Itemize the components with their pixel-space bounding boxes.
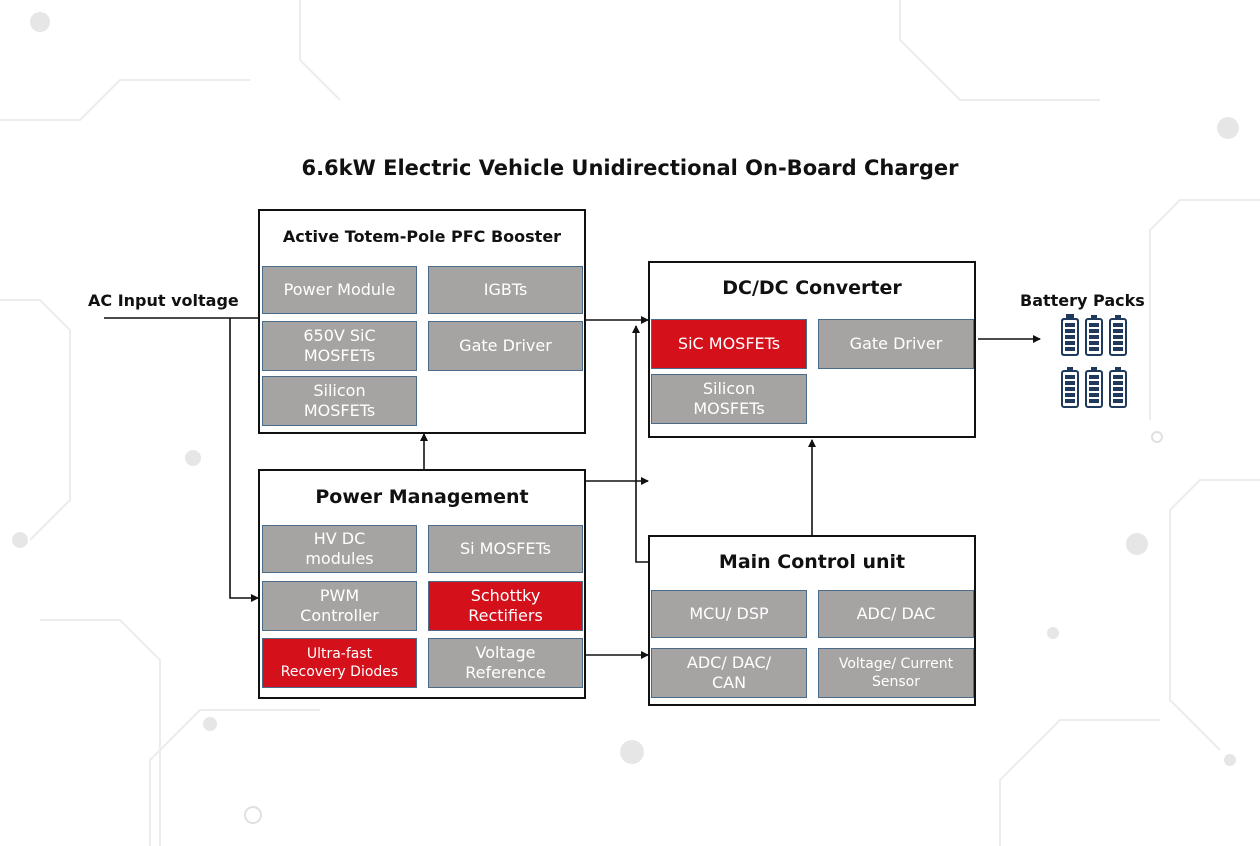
ac-input-label: AC Input voltage: [88, 291, 239, 310]
dcdc-gate-driver: Gate Driver: [818, 319, 974, 369]
pfc-power-module: Power Module: [262, 266, 417, 314]
pm-ultra-fast-recovery-diodes: Ultra-fast Recovery Diodes: [262, 638, 417, 688]
pfc-booster-block: Active Totem-Pole PFC Booster Power Modu…: [258, 209, 586, 434]
mcu-voltage-current-sensor: Voltage/ Current Sensor: [818, 648, 974, 698]
pfc-igbts: IGBTs: [428, 266, 583, 314]
power-management-title: Power Management: [315, 486, 529, 508]
mcu-dsp: MCU/ DSP: [651, 590, 807, 638]
mcu-adc-dac-can: ADC/ DAC/ CAN: [651, 648, 807, 698]
main-control-unit-title: Main Control unit: [718, 551, 906, 573]
dcdc-converter-title: DC/DC Converter: [722, 277, 902, 299]
pfc-silicon-mosfets: Silicon MOSFETs: [262, 376, 417, 426]
pm-voltage-reference: Voltage Reference: [428, 638, 583, 688]
pm-pwm-controller: PWM Controller: [262, 581, 417, 631]
power-management-block: Power Management HV DC modules Si MOSFET…: [258, 469, 586, 699]
dcdc-silicon-mosfets: Silicon MOSFETs: [651, 374, 807, 424]
pm-schottky-rectifiers: Schottky Rectifiers: [428, 581, 583, 631]
main-control-unit-block: Main Control unit MCU/ DSP ADC/ DAC ADC/…: [648, 535, 976, 706]
pm-hv-dc-modules: HV DC modules: [262, 525, 417, 573]
pm-si-mosfets: Si MOSFETs: [428, 525, 583, 573]
mcu-adc-dac: ADC/ DAC: [818, 590, 974, 638]
dcdc-converter-block: DC/DC Converter SiC MOSFETs Gate Driver …: [648, 261, 976, 438]
battery-packs-label: Battery Packs: [1020, 291, 1145, 310]
dcdc-sic-mosfets: SiC MOSFETs: [651, 319, 807, 369]
diagram-title: 6.6kW Electric Vehicle Unidirectional On…: [301, 156, 959, 180]
pfc-gate-driver: Gate Driver: [428, 321, 583, 371]
battery-packs-icon: [1061, 314, 1127, 408]
pfc-650v-sic-mosfets: 650V SiC MOSFETs: [262, 321, 417, 371]
pfc-booster-title: Active Totem-Pole PFC Booster: [282, 227, 562, 246]
